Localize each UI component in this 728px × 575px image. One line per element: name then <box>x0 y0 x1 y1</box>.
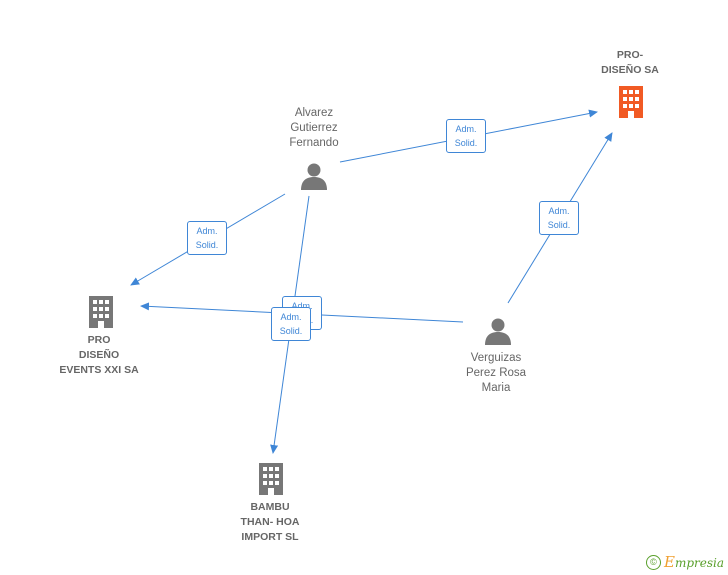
company-label-pro-diseno-sa[interactable]: PRO- DISEÑO SA <box>601 49 659 76</box>
edge-label-verguizas-prodiseno[interactable]: Adm. Solid. <box>539 201 579 235</box>
edge-label-alvarez-bambu[interactable]: Adm. Solid. <box>271 307 311 341</box>
edge-label-alvarez-events[interactable]: Adm. Solid. <box>187 221 227 255</box>
company-label-pro-diseno-events[interactable]: PRO DISEÑO EVENTS XXI SA <box>59 334 139 376</box>
footer-brand: © Empresia <box>645 553 724 571</box>
person-label-alvarez[interactable]: Alvarez Gutierrez Fernando <box>289 107 339 149</box>
person-icon-alvarez[interactable] <box>300 162 328 190</box>
building-icon-focus[interactable] <box>615 84 647 118</box>
brand-logo: Empresia <box>663 553 724 571</box>
copyright-icon: © <box>645 554 661 570</box>
building-icon-events[interactable] <box>86 294 116 328</box>
building-icon-bambu[interactable] <box>256 461 286 495</box>
person-label-verguizas[interactable]: Verguizas Perez Rosa Maria <box>465 352 527 394</box>
person-icon-verguizas[interactable] <box>484 317 512 345</box>
edge-label-alvarez-prodiseno[interactable]: Adm. Solid. <box>446 119 486 153</box>
company-label-bambu[interactable]: BAMBU THAN- HOA IMPORT SL <box>240 501 300 543</box>
